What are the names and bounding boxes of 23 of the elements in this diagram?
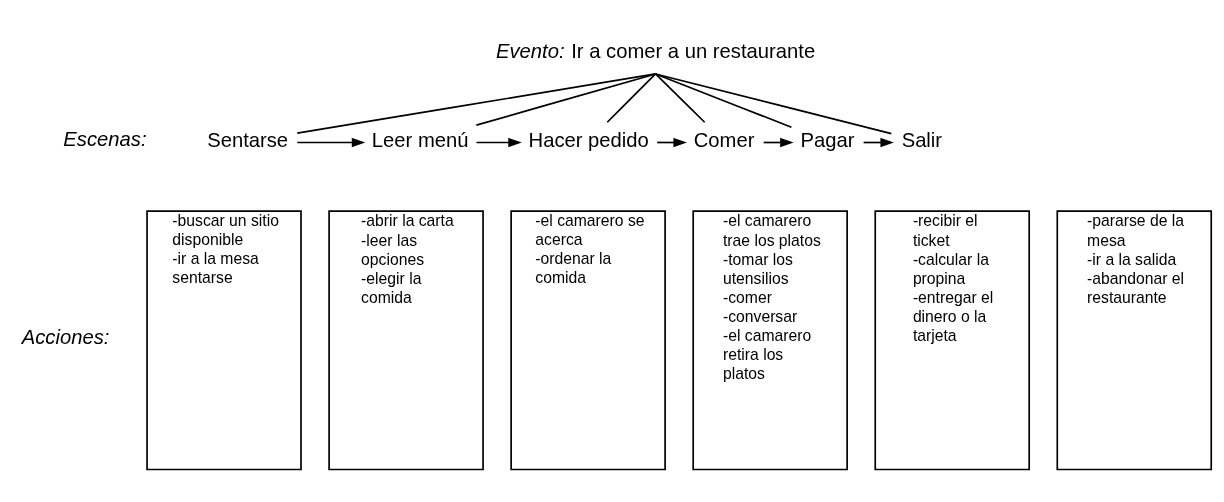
node-text: Sentarse <box>207 128 289 151</box>
connector <box>654 72 893 134</box>
label: Escenas: <box>63 127 147 150</box>
node-text: Leer menú <box>371 128 469 151</box>
node-text: Pagar <box>800 128 855 151</box>
node-box: -abrir la carta -leer las opciones -elegir la comida <box>328 209 484 470</box>
node-text: Salir <box>901 128 943 151</box>
node-text: Hacer pedido <box>528 128 649 151</box>
connector <box>475 72 657 126</box>
arrow <box>475 137 522 147</box>
node-text: Comer <box>693 128 755 151</box>
node-text: Evento: Ir a comer a un restaurante <box>495 39 816 62</box>
arrow <box>296 137 366 147</box>
node-box: -recibir el ticket -calcular la propina -entregar el dinero o la tarjeta <box>874 209 1031 470</box>
node-box: -pararse de la mesa -ir a la salida -abandonar el restaurante <box>1056 209 1213 470</box>
node-box: -el camarero trae los platos -tomar los utensilios -comer -conversar -el camarero retira los platos <box>692 209 848 470</box>
node-box: -el camarero se acerca -ordenar la comida <box>510 209 666 470</box>
connector <box>654 72 706 123</box>
node-box: -buscar un sitio disponible -ir a la mesa sentarse <box>146 209 302 470</box>
connector <box>606 72 657 123</box>
label: Acciones: <box>21 325 110 348</box>
connector <box>296 72 657 134</box>
connector <box>654 72 793 128</box>
